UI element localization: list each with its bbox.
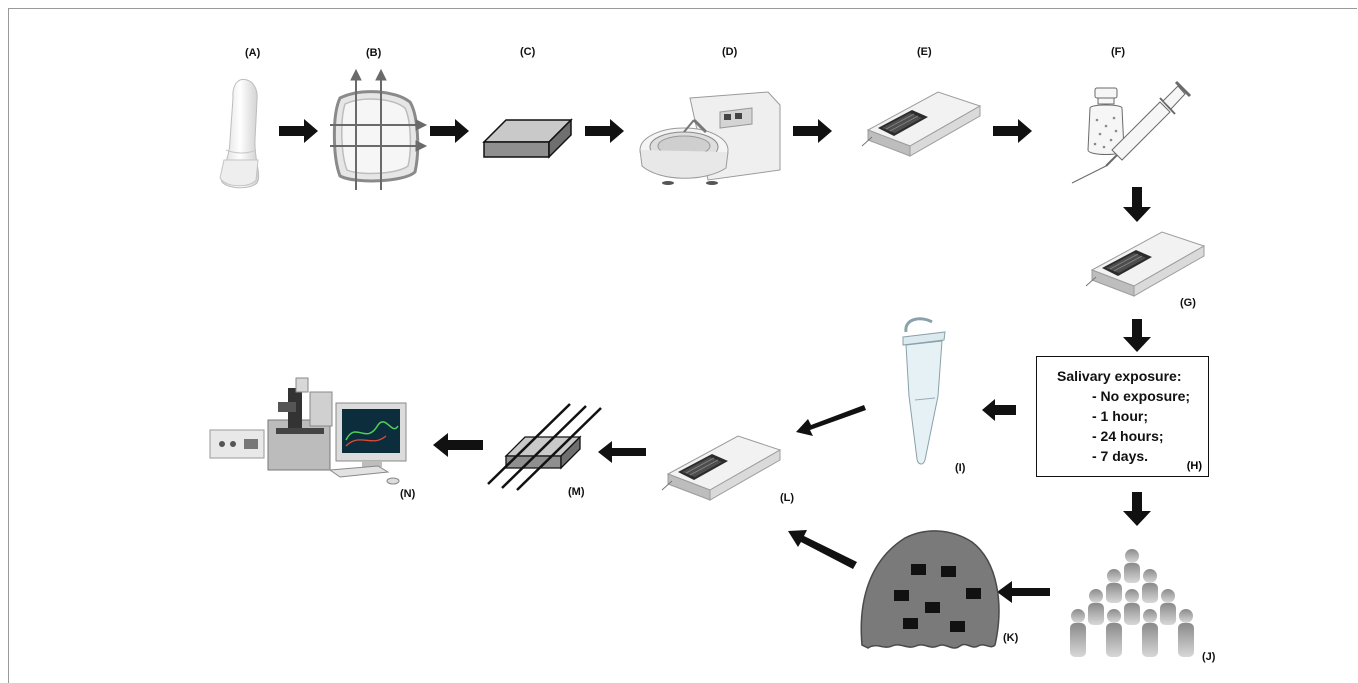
- label-a: (A): [245, 47, 261, 59]
- label-i: (I): [955, 462, 966, 474]
- arrow-g-h: [1123, 319, 1151, 352]
- arrow-j-k: [997, 581, 1050, 603]
- arrow-h-i: [982, 399, 1016, 421]
- arrow-d-e: [793, 119, 832, 143]
- vial-syringe-icon: [1071, 80, 1192, 184]
- label-l: (L): [780, 492, 795, 504]
- label-e: (E): [917, 46, 932, 58]
- exposure-item: - 7 days.: [1092, 448, 1149, 464]
- cut-specimen-icon: [487, 403, 602, 491]
- label-d: (D): [722, 46, 738, 58]
- label-h: (H): [1186, 460, 1202, 472]
- exposure-item: - No exposure;: [1092, 388, 1191, 404]
- arrows-row-1: [279, 119, 1032, 143]
- exposure-item: - 24 hours;: [1092, 428, 1164, 444]
- arrow-k-l: [788, 530, 857, 569]
- exposure-item: - 1 hour;: [1092, 408, 1148, 424]
- arrow-b-c: [430, 119, 469, 143]
- arrow-i-l: [796, 405, 866, 436]
- label-b: (B): [366, 47, 382, 59]
- arrows-left: [433, 399, 1050, 603]
- eppendorf-tube-icon: [902, 317, 946, 465]
- arrow-f-g: [1123, 187, 1151, 222]
- population-icon: [1070, 549, 1194, 657]
- label-k: (K): [1003, 632, 1019, 644]
- profilometer-e-icon: [861, 91, 981, 157]
- figure-frame: [8, 8, 1357, 683]
- salivary-exposure-box: Salivary exposure: - No exposure; - 1 ho…: [1036, 356, 1209, 477]
- arrow-h-j: [1123, 492, 1151, 526]
- arrow-l-m: [598, 441, 646, 463]
- salivary-exposure-title: Salivary exposure:: [1057, 368, 1182, 384]
- specimen-block-icon: [482, 118, 573, 159]
- label-f: (F): [1111, 46, 1126, 58]
- label-c: (C): [520, 46, 536, 58]
- profilometer-g-icon: [1085, 231, 1205, 297]
- microscope-workstation-icon: [209, 377, 407, 485]
- label-j: (J): [1202, 651, 1216, 663]
- profilometer-l-icon: [661, 435, 781, 501]
- arrows-down: [1123, 187, 1151, 526]
- sectioning-icon: [330, 68, 428, 190]
- arrow-m-n: [433, 433, 483, 457]
- arrow-c-d: [585, 119, 624, 143]
- arrow-e-f: [993, 119, 1032, 143]
- intraoral-device-icon: [860, 530, 1000, 649]
- label-m: (M): [568, 486, 585, 498]
- arrow-a-b: [279, 119, 318, 143]
- label-g: (G): [1180, 297, 1196, 309]
- label-n: (N): [400, 488, 416, 500]
- tooth-icon: [219, 78, 260, 189]
- polishing-machine-icon: [639, 91, 781, 185]
